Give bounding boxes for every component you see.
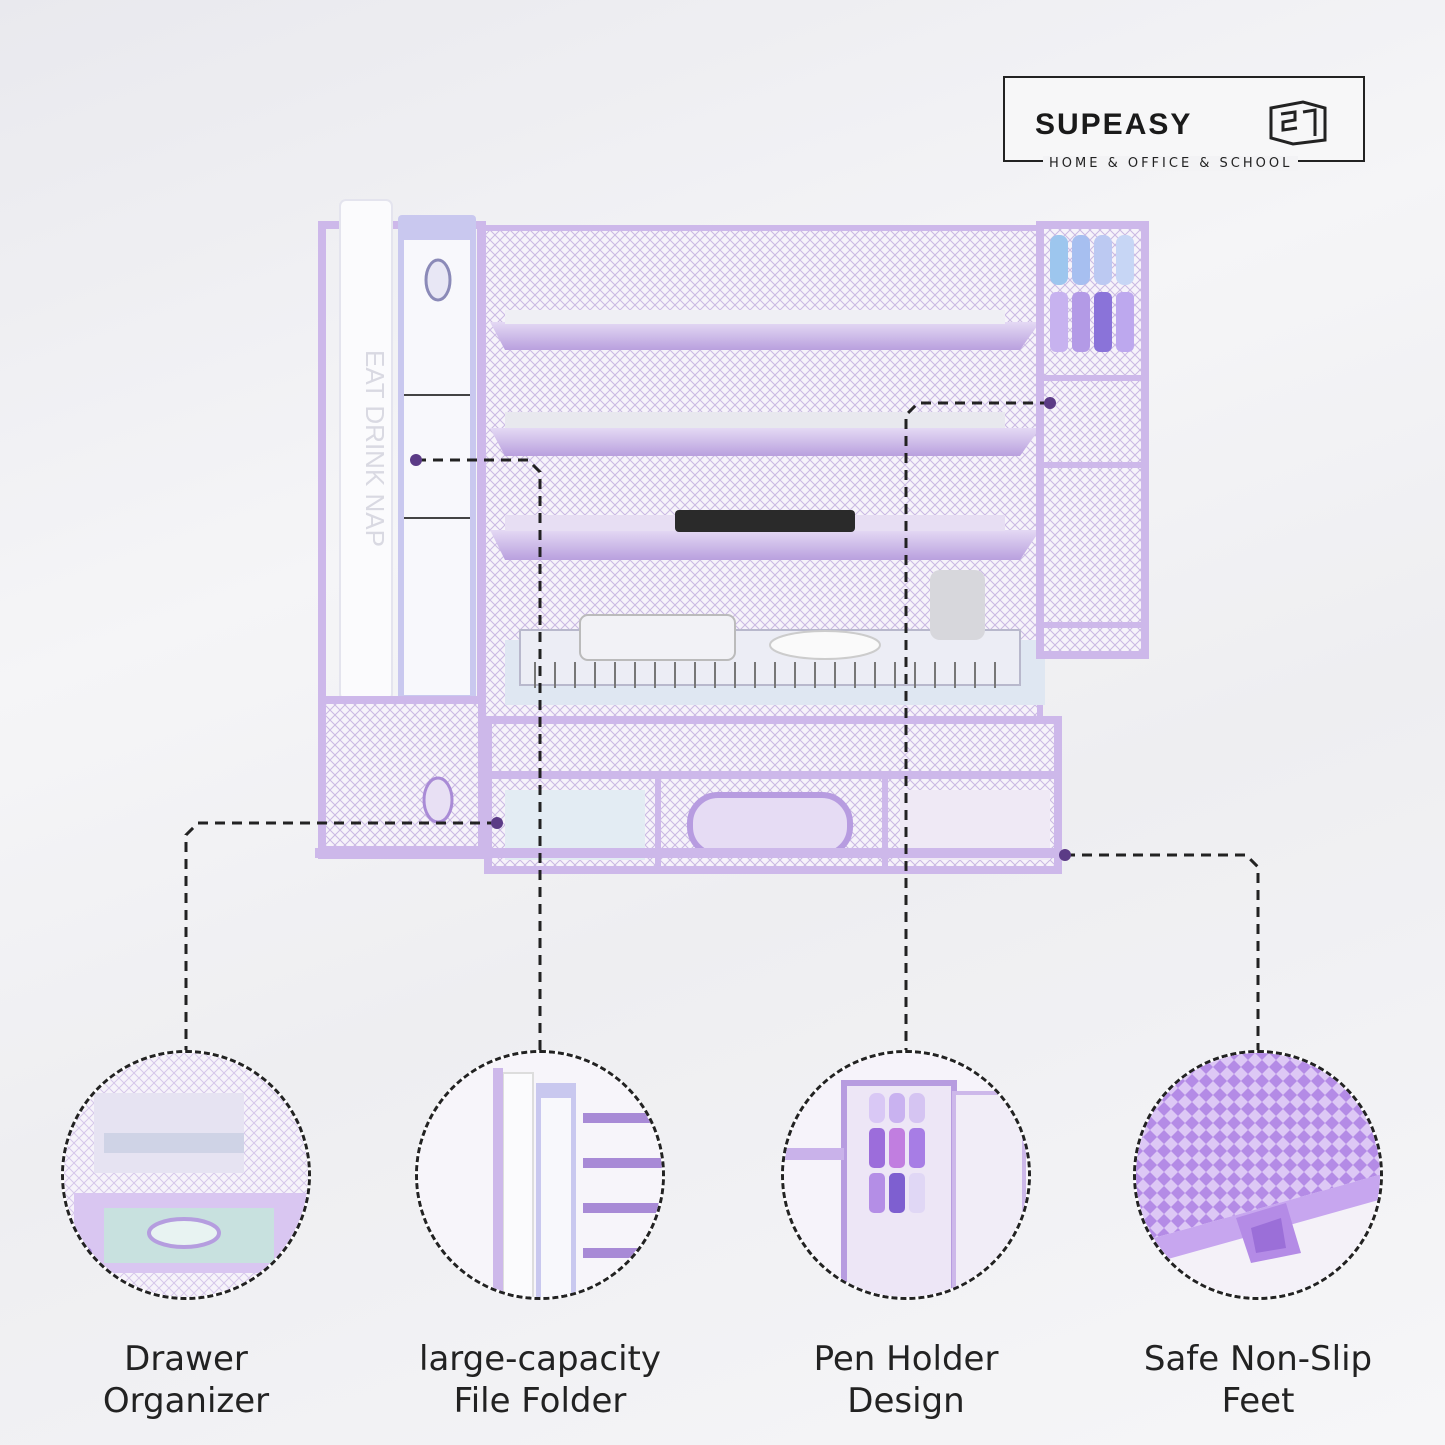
feature-title-line1: Pen Holder: [813, 1339, 999, 1379]
feature-title-line2: Design: [847, 1381, 965, 1421]
brand-logo: SUPEASY HOME & OFFICE & SCHOOL: [1003, 76, 1365, 171]
brand-logo-mark-icon: [1269, 100, 1327, 146]
file-folder-icon: [415, 1050, 665, 1300]
desk-organizer-illustration: EAT DRINK NAP: [315, 199, 1149, 874]
phone: [579, 614, 736, 661]
binder-spine-text: EAT DRINK NAP: [360, 350, 390, 547]
feature-drawer-organizer: Drawer Organizer: [56, 1050, 316, 1422]
letter-tray-shelves: [490, 310, 1040, 560]
pen-holder-icon: [781, 1050, 1031, 1300]
feature-title-line1: Safe Non-Slip: [1143, 1339, 1373, 1379]
stapler: [930, 570, 985, 640]
feature-title-line2: Organizer: [102, 1381, 270, 1421]
feature-title-line2: File Folder: [453, 1381, 627, 1421]
drawer-organizer-icon: [61, 1050, 311, 1300]
brand-tagline: HOME & OFFICE & SCHOOL: [1043, 156, 1299, 171]
feature-pen-holder: Pen Holder Design: [776, 1050, 1036, 1422]
non-slip-feet-icon: [1133, 1050, 1383, 1300]
feature-title-line1: large-capacity: [419, 1339, 661, 1379]
base-rail: [315, 848, 1060, 858]
markers: [1050, 235, 1134, 352]
feature-title-line2: Feet: [1221, 1381, 1295, 1421]
feature-file-folder: large-capacity File Folder: [410, 1050, 670, 1422]
brand-name: SUPEASY: [1035, 108, 1193, 141]
feature-non-slip-feet: Safe Non-Slip Feet: [1128, 1050, 1388, 1422]
scissors: [769, 630, 881, 660]
feature-title-line1: Drawer: [124, 1339, 248, 1379]
